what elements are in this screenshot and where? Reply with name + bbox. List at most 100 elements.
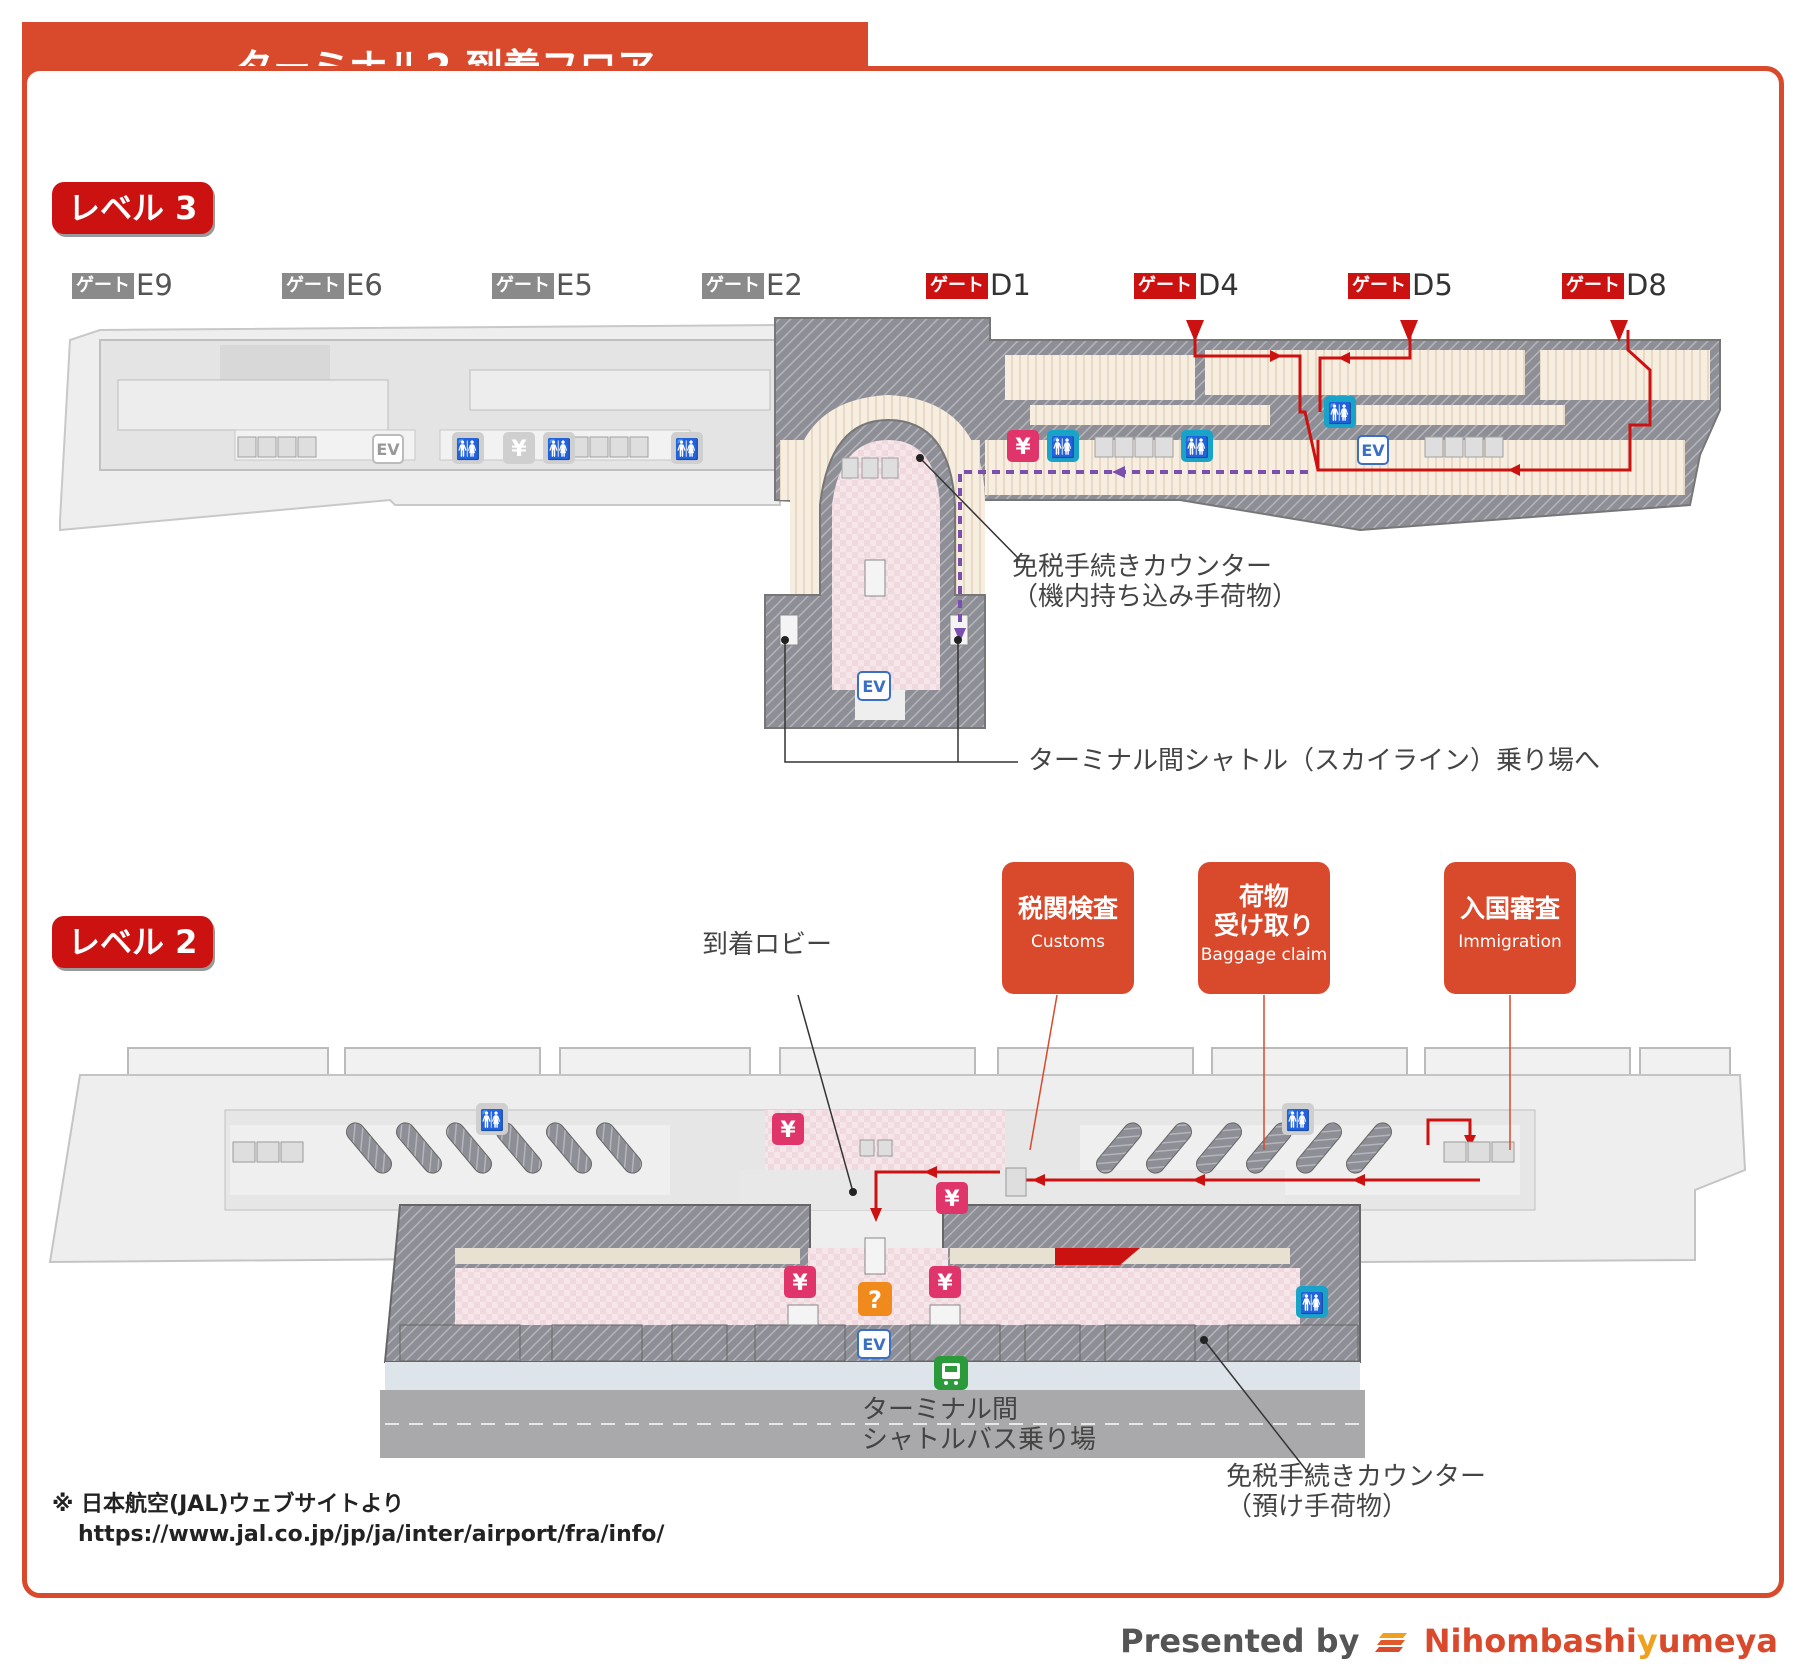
arrival-lobby-label: 到着ロビー: [702, 930, 833, 960]
callout-line: （機内持ち込み手荷物）: [1012, 582, 1299, 612]
currency-symbol: ¥: [780, 1118, 796, 1143]
brand-prefix: Nihombashi: [1423, 1622, 1637, 1660]
duty-free-counter-carry-on-label: 免税手続きカウンター （機内持ち込み手荷物）: [1012, 552, 1298, 612]
currency-symbol: ¥: [944, 1187, 960, 1212]
currency-symbol: ¥: [511, 437, 527, 462]
level-3-badge: レベル 3: [52, 182, 214, 234]
info-symbol: ?: [868, 1286, 882, 1314]
duty-free-counter-checked-label: 免税手続きカウンター （預け手荷物）: [1226, 1462, 1486, 1522]
svg-text:🚻: 🚻: [1300, 1291, 1325, 1315]
step-title: 税関検査: [1017, 894, 1118, 923]
presented-by: Presented by Nihombashiyumeya: [1120, 1622, 1778, 1660]
gate-chip: ゲート: [282, 273, 344, 299]
gate-chip: ゲート: [926, 273, 988, 299]
step-english: Immigration: [1458, 932, 1562, 952]
callout-line: （預け手荷物）: [1226, 1492, 1409, 1522]
svg-text:🚻: 🚻: [1328, 401, 1353, 425]
restroom-icon: 🚻: [476, 1103, 508, 1135]
restroom-icon: 🚻: [1296, 1286, 1328, 1318]
svg-text:🚻: 🚻: [480, 1108, 505, 1132]
brand-logo-icon: [1374, 1625, 1409, 1652]
brand-suffix: umeya: [1657, 1622, 1778, 1660]
gate-chip: ゲート: [1562, 273, 1624, 299]
level-3-icons: EV 🚻 ¥ 🚻 🚻 ¥ 🚻 🚻 🚻 EV EV: [372, 396, 1389, 701]
source-url: https://www.jal.co.jp/jp/ja/inter/airpor…: [78, 1522, 665, 1547]
gate-code: D5: [1412, 268, 1453, 302]
restroom-icon: 🚻: [671, 432, 703, 464]
svg-text:🚻: 🚻: [1286, 1108, 1311, 1132]
gate-chip: ゲート: [72, 273, 134, 299]
brand-highlight: y: [1636, 1622, 1658, 1660]
gate-chip: ゲート: [1134, 273, 1196, 299]
step-title: 入国審査: [1459, 894, 1560, 923]
callout-line: シャトルバス乗り場: [862, 1425, 1097, 1455]
elevator-label: EV: [862, 1335, 886, 1354]
gate-code: E6: [346, 268, 383, 302]
info-icon: ?: [858, 1282, 892, 1316]
gate-chip: ゲート: [492, 273, 554, 299]
svg-text:🚻: 🚻: [547, 437, 572, 461]
restroom-icon: 🚻: [1282, 1103, 1314, 1135]
callout-line: 免税手続きカウンター: [1012, 552, 1273, 582]
currency-icon: ¥: [503, 432, 535, 464]
elevator-label: EV: [862, 677, 886, 696]
gate-code: E9: [136, 268, 173, 302]
elevator-icon: EV: [857, 1329, 891, 1359]
restroom-icon: 🚻: [1324, 396, 1356, 428]
step-english: Customs: [1031, 932, 1105, 952]
elevator-icon: EV: [857, 671, 891, 701]
restroom-icon: 🚻: [1181, 430, 1213, 462]
step-title: 荷物: [1238, 882, 1289, 911]
gate-code: D1: [990, 268, 1031, 302]
gate-code: D4: [1198, 268, 1239, 302]
source-note: ※ 日本航空(JAL)ウェブサイトより https://www.jal.co.j…: [52, 1490, 664, 1550]
level-2-icons: 🚻 🚻 ¥ ¥ ¥ ¥ ? EV 🚻: [476, 1103, 1328, 1390]
svg-text:🚻: 🚻: [456, 437, 481, 461]
immigration-step: 入国審査 Immigration: [1444, 862, 1576, 994]
callout-line: 免税手続きカウンター: [1226, 1462, 1487, 1492]
source-note-line: ※ 日本航空(JAL)ウェブサイトより: [52, 1492, 404, 1517]
currency-icon: ¥: [784, 1266, 816, 1298]
currency-symbol: ¥: [792, 1271, 808, 1296]
restroom-icon: 🚻: [1047, 430, 1079, 462]
gate-code: D8: [1626, 268, 1667, 302]
elevator-icon: EV: [1357, 435, 1389, 465]
svg-text:🚻: 🚻: [675, 437, 700, 461]
svg-text:🚻: 🚻: [1051, 435, 1076, 459]
gate-code: E2: [766, 268, 803, 302]
gate-chip: ゲート: [702, 273, 764, 299]
elevator-label: EV: [1361, 441, 1385, 460]
currency-icon: ¥: [936, 1182, 968, 1214]
currency-icon: ¥: [929, 1266, 961, 1298]
gate-code: E5: [556, 268, 593, 302]
gate-chip: ゲート: [1348, 273, 1410, 299]
restroom-icon: 🚻: [543, 432, 575, 464]
skyline-shuttle-label: ターミナル間シャトル（スカイライン）乗り場へ: [1028, 746, 1601, 776]
presented-by-label: Presented by: [1120, 1622, 1360, 1660]
step-english: Baggage claim: [1200, 945, 1328, 965]
shuttle-bus-stop-label: ターミナル間 シャトルバス乗り場: [862, 1395, 1096, 1455]
svg-text:🚻: 🚻: [1185, 435, 1210, 459]
bus-icon: [934, 1356, 968, 1390]
currency-icon: ¥: [1007, 430, 1039, 462]
step-title-line2: 受け取り: [1213, 911, 1314, 940]
level-2-badge: レベル 2: [52, 916, 214, 968]
callout-line: ターミナル間: [862, 1395, 1019, 1425]
restroom-icon: 🚻: [452, 432, 484, 464]
customs-step: 税関検査 Customs: [1002, 862, 1134, 994]
baggage-claim-step: 荷物 受け取り Baggage claim: [1198, 862, 1330, 994]
brand-name: Nihombashiyumeya: [1424, 1622, 1778, 1660]
elevator-label: EV: [376, 440, 400, 459]
currency-symbol: ¥: [1015, 435, 1031, 460]
currency-symbol: ¥: [937, 1271, 953, 1296]
elevator-icon: EV: [372, 434, 404, 464]
